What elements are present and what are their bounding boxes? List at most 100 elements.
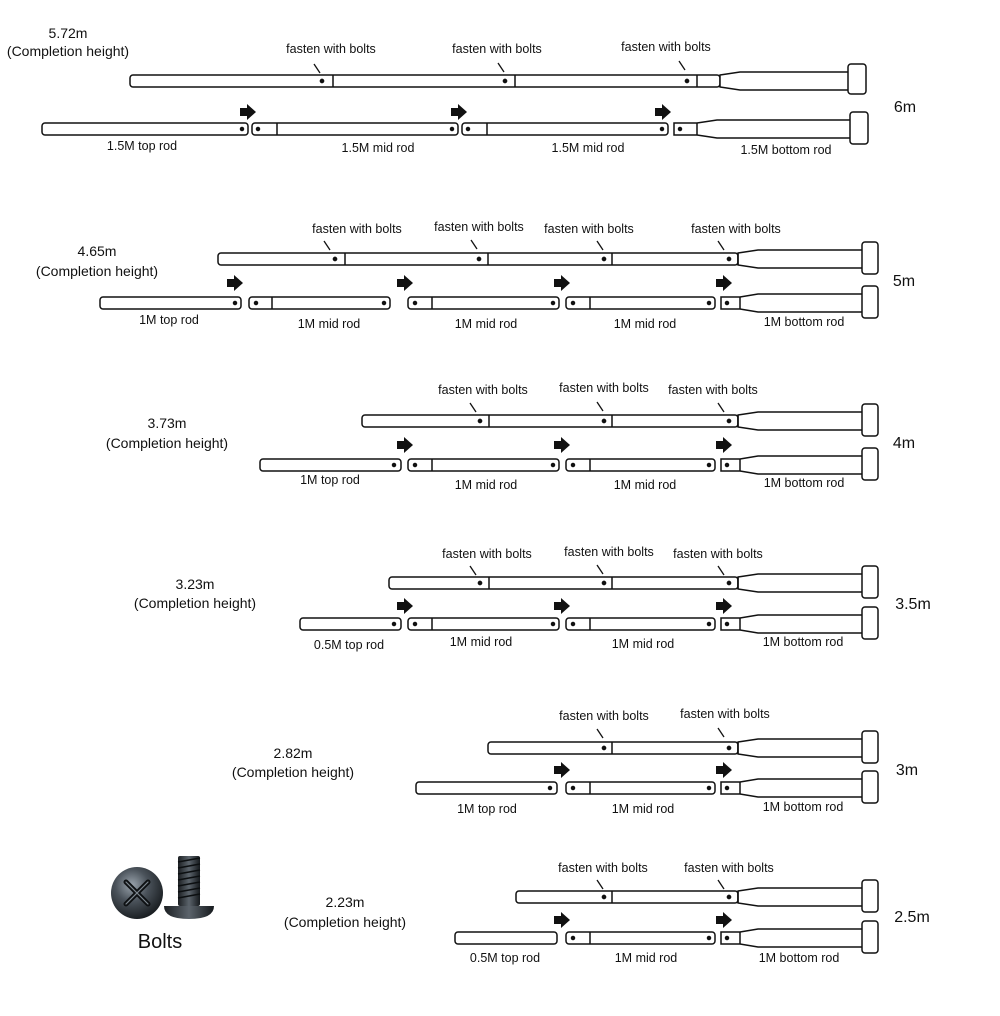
pointer-line [717,879,725,890]
completion-height-value: 3.23m [176,576,215,592]
exploded-pole [454,920,879,954]
segment-label: 1M bottom rod [763,635,844,649]
exploded-pole [299,606,879,640]
completion-height-note: (Completion height) [36,263,158,279]
segment-label: 1M top rod [457,802,517,816]
arrow-icon [716,762,732,778]
fasten-label: fasten with bolts [452,42,542,56]
completion-height-note: (Completion height) [106,435,228,451]
arrow-icon [554,275,570,291]
assembled-pole [361,403,879,437]
completion-height-value: 5.72m [49,25,88,41]
fasten-label: fasten with bolts [668,383,758,397]
segment-label: 1M mid rod [612,637,675,651]
pointer-line [469,565,477,576]
segment-label: 1.5M bottom rod [740,143,831,157]
exploded-pole [415,770,879,804]
pole-size-label: 3.5m [895,596,931,613]
arrow-icon [554,598,570,614]
fasten-label: fasten with bolts [684,861,774,875]
pole-size-label: 2.5m [894,909,930,926]
pointer-line [717,727,725,738]
arrow-icon [554,912,570,928]
pointer-line [596,728,604,739]
assembled-pole [129,63,867,95]
completion-height-value: 3.73m [148,415,187,431]
fasten-label: fasten with bolts [691,222,781,236]
bolts-illustration: Bolts [111,856,214,953]
completion-height-note: (Completion height) [134,595,256,611]
segment-label: 1M mid rod [615,951,678,965]
fasten-label: fasten with bolts [559,709,649,723]
config-6m: 5.72m (Completion height) 6m fasten with… [7,25,916,157]
pole-size-label: 5m [893,273,915,290]
fasten-label: fasten with bolts [673,547,763,561]
pointer-line [596,240,604,251]
assembled-pole [388,565,879,599]
pointer-line [313,63,321,74]
config-3m: 2.82m (Completion height) 3m fasten with… [232,707,918,816]
config-4m: 3.73m (Completion height) 4m fasten with… [106,381,915,492]
pointer-line [678,60,686,71]
arrow-icon [451,104,467,120]
bolt-side-icon [164,856,214,919]
assembled-pole [217,241,879,275]
fasten-label: fasten with bolts [558,861,648,875]
fasten-label: fasten with bolts [312,222,402,236]
arrow-icon [655,104,671,120]
segment-label: 1M mid rod [450,635,513,649]
segment-label: 1M bottom rod [759,951,840,965]
arrow-icon [397,598,413,614]
arrow-icon [716,912,732,928]
completion-height-value: 2.23m [326,894,365,910]
segment-label: 1M bottom rod [763,800,844,814]
arrow-icon [227,275,243,291]
fasten-label: fasten with bolts [559,381,649,395]
config-3-5m: 3.23m (Completion height) 3.5m fasten wi… [134,545,931,652]
pointer-line [596,401,604,412]
completion-height-note: (Completion height) [232,764,354,780]
segment-label: 1M bottom rod [764,476,845,490]
arrow-icon [397,275,413,291]
segment-label: 1M mid rod [614,317,677,331]
pointer-line [596,879,604,890]
pole-size-label: 6m [894,99,916,116]
fasten-label: fasten with bolts [286,42,376,56]
pointer-line [596,564,604,575]
config-5m: 4.65m (Completion height) 5m fasten with… [36,220,915,331]
exploded-pole [259,447,879,481]
segment-label: 0.5M top rod [314,638,384,652]
fasten-label: fasten with bolts [680,707,770,721]
arrow-icon [554,437,570,453]
segment-label: 1.5M mid rod [552,141,625,155]
segment-label: 1M mid rod [614,478,677,492]
segment-label: 1M mid rod [455,317,518,331]
fasten-label: fasten with bolts [434,220,524,234]
config-2-5m: 2.23m (Completion height) 2.5m fasten wi… [284,861,930,965]
fasten-label: fasten with bolts [438,383,528,397]
bolt-head-icon [111,867,163,919]
fasten-label: fasten with bolts [621,40,711,54]
arrow-icon [716,437,732,453]
pole-size-label: 3m [896,762,918,779]
assembled-pole [515,879,879,913]
pointer-line [323,240,331,251]
fasten-label: fasten with bolts [564,545,654,559]
pointer-line [717,240,725,251]
completion-height-note: (Completion height) [7,43,129,59]
completion-height-note: (Completion height) [284,914,406,930]
segment-label: 1M mid rod [298,317,361,331]
arrow-icon [240,104,256,120]
pole-size-label: 4m [893,435,915,452]
fasten-label: fasten with bolts [442,547,532,561]
completion-height-value: 2.82m [274,745,313,761]
pointer-line [497,62,505,73]
pointer-line [717,565,725,576]
segment-label: 1M mid rod [455,478,518,492]
completion-height-value: 4.65m [78,243,117,259]
arrow-icon [397,437,413,453]
segment-label: 1.5M mid rod [342,141,415,155]
arrow-icon [716,598,732,614]
arrow-icon [554,762,570,778]
